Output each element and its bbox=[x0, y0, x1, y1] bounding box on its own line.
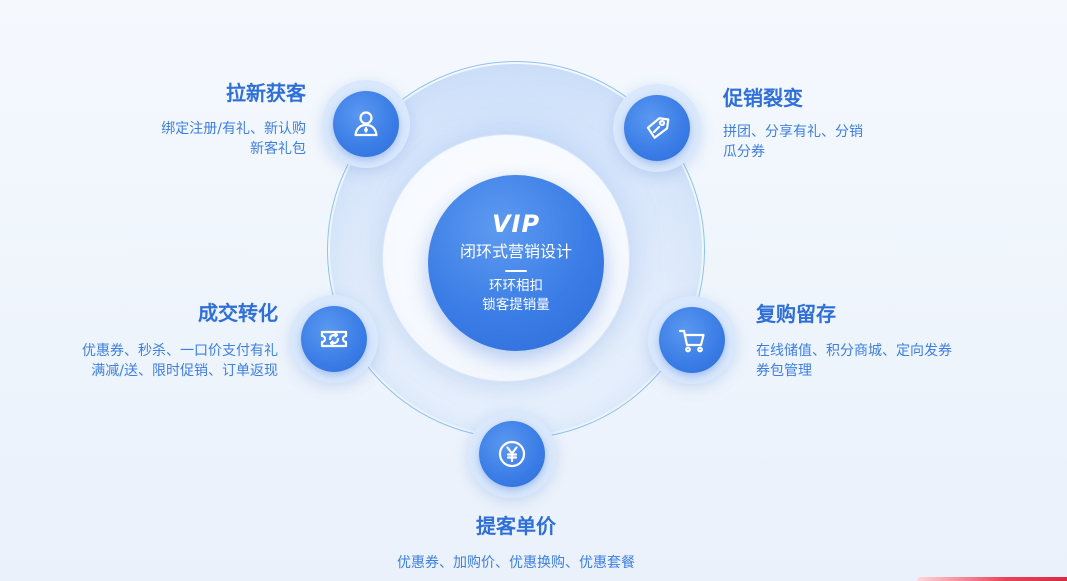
convert-title: 成交转化 bbox=[198, 301, 278, 325]
unit-price-title: 提客单价 bbox=[476, 514, 556, 538]
convert-description: 优惠券、秒杀、一口价支付有礼 满减/送、限时促销、订单返现 bbox=[82, 341, 278, 381]
node-convert[interactable] bbox=[290, 295, 378, 383]
acquire-desc-line2: 新客礼包 bbox=[250, 141, 306, 157]
convert-desc-line1: 优惠券、秒杀、一口价支付有礼 bbox=[82, 343, 278, 359]
ticket-icon bbox=[320, 330, 348, 348]
promo-title: 促销裂变 bbox=[723, 86, 803, 110]
repurchase-desc-line1: 在线储值、积分商城、定向发券 bbox=[756, 343, 952, 359]
node-unit-price[interactable] bbox=[468, 410, 556, 498]
node-repurchase-inner bbox=[659, 307, 725, 373]
node-acquire[interactable] bbox=[322, 80, 410, 168]
yen-icon bbox=[498, 440, 526, 468]
convert-desc-line2: 满减/送、限时促销、订单返现 bbox=[91, 363, 278, 379]
cart-icon bbox=[678, 329, 705, 353]
repurchase-title: 复购留存 bbox=[756, 302, 836, 326]
node-repurchase[interactable] bbox=[648, 296, 736, 384]
acquire-title: 拉新获客 bbox=[226, 81, 306, 105]
acquire-desc-line1: 绑定注册/有礼、新认购 bbox=[161, 121, 306, 137]
node-convert-inner bbox=[301, 306, 367, 372]
repurchase-description: 在线储值、积分商城、定向发券 券包管理 bbox=[756, 341, 952, 381]
center-title: 闭环式营销设计 bbox=[459, 242, 572, 261]
node-promo-inner bbox=[624, 95, 690, 161]
promo-desc-line1: 拼团、分享有礼、分销 bbox=[723, 124, 863, 140]
repurchase-desc-line2: 券包管理 bbox=[756, 363, 812, 379]
node-promo[interactable] bbox=[613, 84, 701, 172]
acquire-description: 绑定注册/有礼、新认购 新客礼包 bbox=[161, 119, 306, 159]
tag-icon bbox=[646, 117, 670, 139]
node-acquire-inner bbox=[333, 91, 399, 157]
node-unit-price-inner bbox=[479, 421, 545, 487]
promo-desc-line2: 瓜分券 bbox=[723, 144, 765, 160]
user-icon bbox=[354, 111, 378, 137]
center-subtitle-line1: 环环相扣 bbox=[489, 278, 543, 294]
promo-description: 拼团、分享有礼、分销 瓜分券 bbox=[723, 122, 863, 162]
vip-badge: VIP bbox=[491, 210, 541, 238]
center-core: VIP 闭环式营销设计 环环相扣 锁客提销量 bbox=[428, 175, 604, 351]
corner-accent-bar bbox=[917, 577, 1067, 581]
center-divider bbox=[505, 270, 527, 272]
center-subtitle-line2: 锁客提销量 bbox=[482, 297, 550, 313]
unit-price-description: 优惠券、加购价、优惠换购、优惠套餐 bbox=[397, 555, 635, 571]
